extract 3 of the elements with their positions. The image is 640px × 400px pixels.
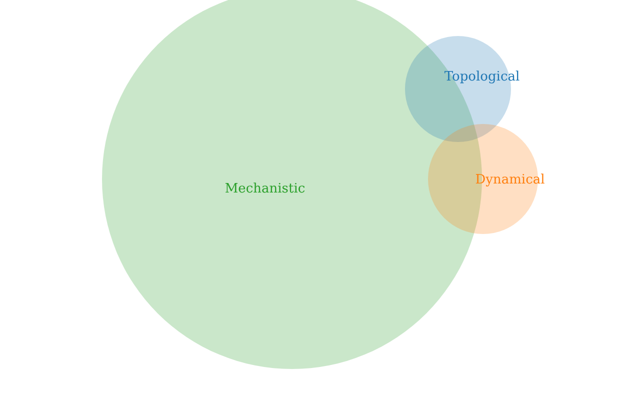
set-label: Mechanistic <box>224 182 306 196</box>
set-label: Topological <box>444 70 520 84</box>
set-label: Dynamical <box>475 172 545 188</box>
